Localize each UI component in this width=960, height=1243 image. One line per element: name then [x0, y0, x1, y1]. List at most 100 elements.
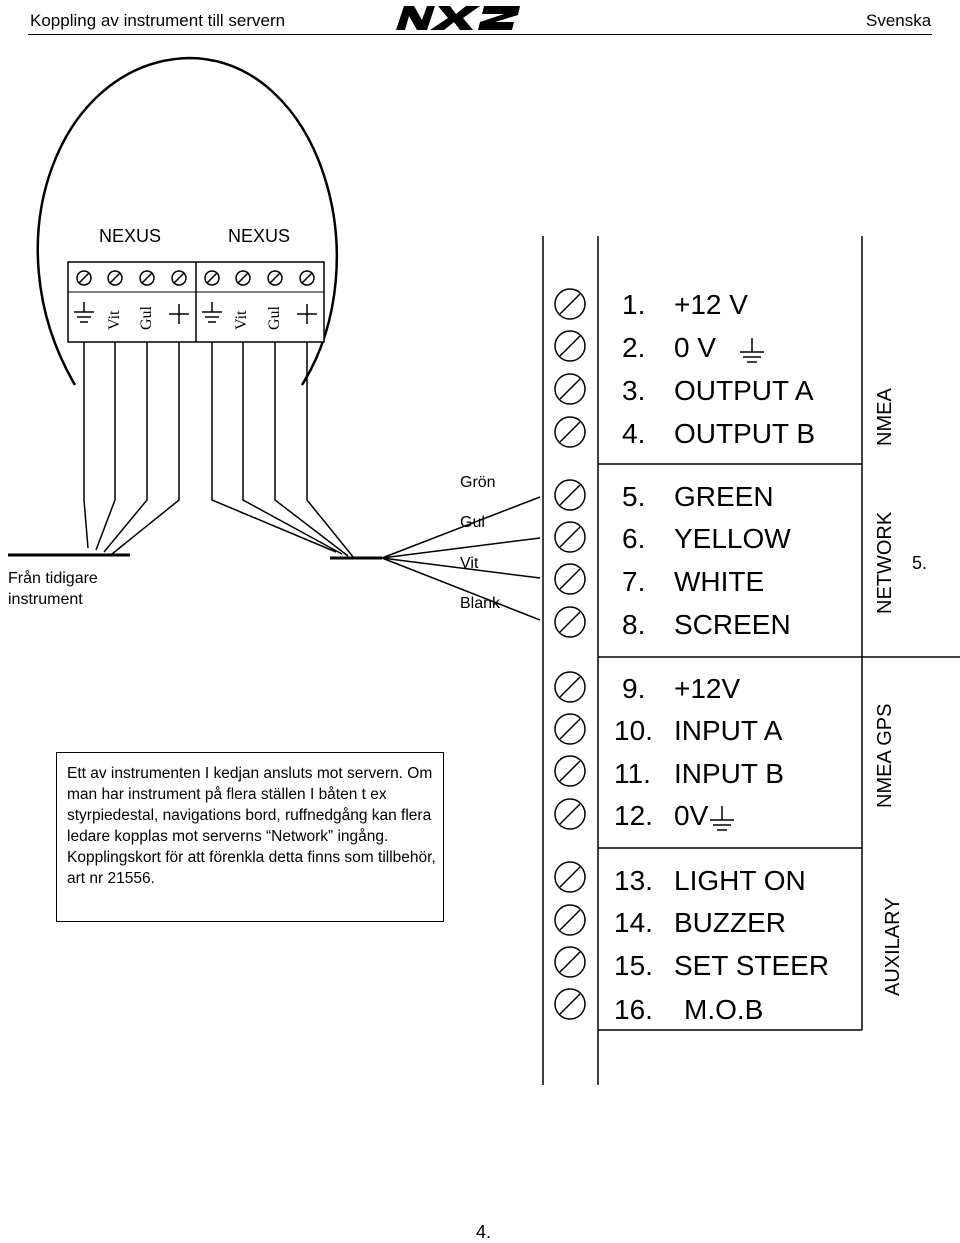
server-screws [554, 288, 586, 1020]
server-screw [554, 373, 586, 405]
server-screw [554, 946, 586, 978]
connector-screw [267, 270, 283, 286]
source-label: Från tidigare instrument [8, 570, 98, 608]
wire-label-blank: Blank [460, 595, 501, 612]
terminal-label: SCREEN [674, 609, 791, 640]
terminal-row: 1. +12 V [622, 290, 748, 320]
ground-icon [740, 338, 764, 363]
terminal-label: INPUT B [674, 758, 784, 789]
server-screw [554, 288, 586, 320]
group-label-nmea: NMEA [874, 388, 896, 446]
terminal-number: 1. [622, 289, 646, 320]
wire-label-white: Vit [460, 555, 479, 572]
ground-icon [74, 302, 94, 323]
terminal-row: 8. SCREEN [622, 610, 791, 640]
group-label-network: NETWORK [874, 511, 896, 614]
terminal-label: +12V [674, 673, 741, 704]
terminal-label: +12 V [674, 289, 748, 320]
server-screw [554, 479, 586, 511]
terminal-number: 3. [622, 375, 646, 406]
instrument-housing [36, 56, 339, 386]
terminal-number: 9. [622, 673, 646, 704]
server-screw [554, 563, 586, 595]
terminal-row: 9. +12V [622, 674, 740, 704]
terminal-number: 6. [622, 523, 646, 554]
connector-screw [139, 270, 155, 286]
terminal-label: OUTPUT A [674, 375, 814, 406]
plus-icon [297, 304, 317, 324]
plus-icon [169, 304, 189, 324]
terminal-row: 4.OUTPUT B [622, 419, 815, 449]
server-screw [554, 713, 586, 745]
ground-icon [202, 302, 222, 323]
terminal-number: 2. [622, 332, 646, 363]
nx2-logo [392, 3, 526, 38]
terminal-label: INPUT A [674, 715, 783, 746]
group-label-auxilary: AUXILARY [882, 897, 904, 996]
server-screw [554, 798, 586, 830]
note-text: Ett av instrumenten I kedjan ansluts mot… [67, 765, 436, 887]
terminal-row: 12.0V [614, 801, 708, 831]
pin-label: Gul [266, 306, 283, 330]
terminal-number: 8. [622, 609, 646, 640]
terminal-number: 12. [614, 800, 653, 831]
wire-label-yellow: Gul [460, 514, 485, 531]
server-terminal-board [542, 236, 960, 1085]
terminal-row: 10. INPUT A [614, 716, 782, 746]
ground-icon [710, 806, 734, 831]
terminal-row: 11. INPUT B [614, 759, 784, 789]
terminal-number: 7. [622, 566, 646, 597]
connector-screw [235, 270, 251, 286]
terminal-number: 14. [614, 907, 653, 938]
server-screw [554, 521, 586, 553]
server-screw [554, 671, 586, 703]
terminal-row: 15. SET STEER [614, 951, 829, 981]
server-screw [554, 755, 586, 787]
terminal-row: 3. OUTPUT A [622, 376, 814, 406]
section-number: 5. [912, 553, 928, 573]
server-screw [554, 988, 586, 1020]
pin-label: Gul [138, 306, 155, 330]
terminal-label: 0 V [674, 332, 717, 363]
connector-screw [204, 270, 220, 286]
terminal-number: 16. [614, 994, 653, 1025]
connector-screw [107, 270, 123, 286]
terminal-row: 14.BUZZER [614, 908, 786, 938]
server-screw [554, 416, 586, 448]
terminal-row: 5. GREEN [622, 482, 774, 512]
header-divider [28, 34, 932, 35]
terminal-row: 13. LIGHT ON [614, 866, 806, 896]
terminal-number: 5. [622, 481, 646, 512]
connector-screw [299, 270, 315, 286]
terminal-label: M.O.B [684, 994, 764, 1025]
pin-label: Vit [106, 310, 123, 330]
network-wires [381, 496, 541, 621]
terminal-number: 10. [614, 715, 653, 746]
note-box: Ett av instrumenten I kedjan ansluts mot… [56, 752, 444, 922]
terminal-row: 2. 0 V [622, 333, 716, 363]
language-label: Svenska [866, 11, 932, 30]
header-title: Koppling av instrument till servern [30, 11, 286, 30]
terminal-row: 6.YELLOW [622, 524, 791, 554]
nexus-label: NEXUS [228, 226, 291, 246]
server-screw [554, 330, 586, 362]
server-screw [554, 904, 586, 936]
terminal-label: OUTPUT B [674, 418, 816, 449]
server-screw [554, 861, 586, 893]
terminal-row: 16. M.O.B [614, 995, 763, 1025]
terminal-number: 15. [614, 950, 653, 981]
cable-wires [83, 342, 355, 559]
terminal-number: 13. [614, 865, 653, 896]
terminal-label: GREEN [674, 481, 774, 512]
wire-label-green: Grön [460, 474, 496, 491]
group-label-nmea-gps: NMEA GPS [874, 703, 896, 808]
terminal-label: WHITE [674, 566, 765, 597]
connector-screw [76, 270, 92, 286]
terminal-label: SET STEER [674, 950, 830, 981]
server-screw [554, 606, 586, 638]
nexus-label: NEXUS [99, 226, 162, 246]
terminal-label: LIGHT ON [674, 865, 806, 896]
terminal-number: 11. [614, 758, 651, 789]
terminal-row: 7. WHITE [622, 567, 764, 597]
